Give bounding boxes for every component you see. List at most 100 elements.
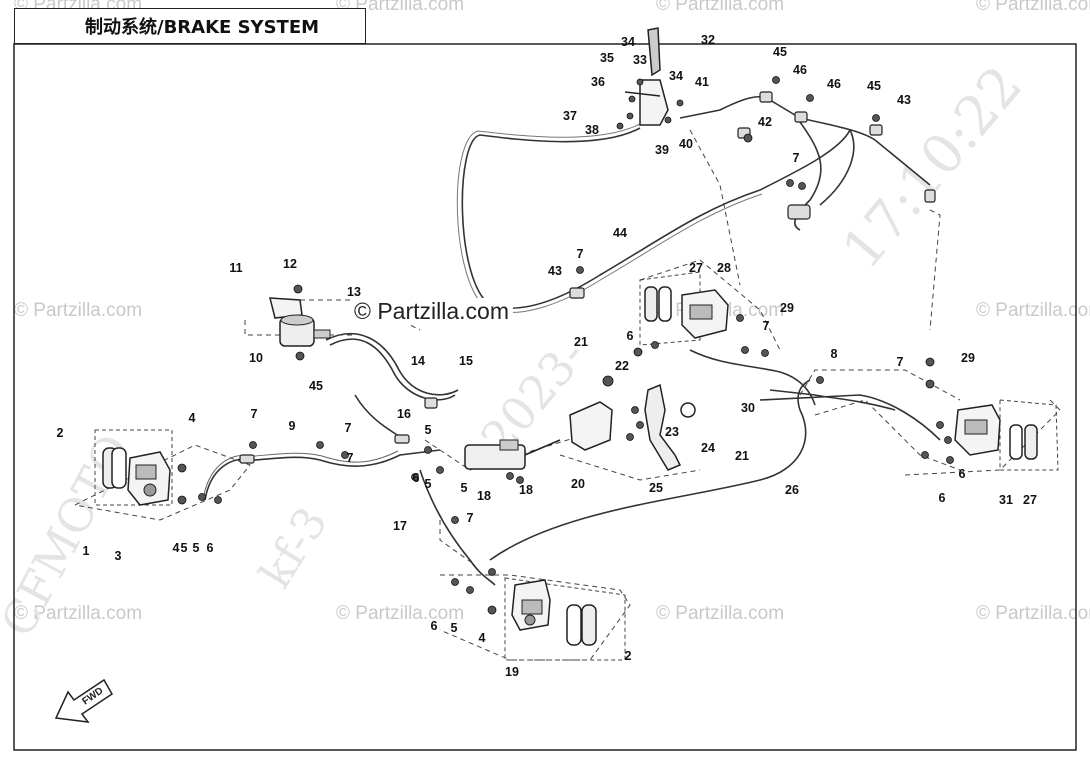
callout-4: 4 <box>189 411 196 425</box>
callout-17: 17 <box>393 519 407 533</box>
watermark-top-2: © Partzilla.com <box>336 0 465 15</box>
callout-29: 29 <box>961 351 975 365</box>
callout-5: 5 <box>193 541 200 555</box>
watermark-bot-4: © Partzilla.com <box>976 603 1090 624</box>
front-left-caliper-assembly <box>94 429 173 506</box>
callout-7: 7 <box>763 319 770 333</box>
callout-7: 7 <box>345 421 352 435</box>
callout-38: 38 <box>585 123 599 137</box>
callout-6: 6 <box>627 329 634 343</box>
callout-18: 18 <box>519 483 533 497</box>
rear-right-caliper-assembly <box>504 577 626 661</box>
callout-6: 6 <box>431 619 438 633</box>
callout-16: 16 <box>397 407 411 421</box>
callout-5: 5 <box>181 541 188 555</box>
callout-33: 33 <box>633 53 647 67</box>
callout-1: 1 <box>83 544 90 558</box>
callout-5: 5 <box>451 621 458 635</box>
callout-7: 7 <box>577 247 584 261</box>
callout-21: 21 <box>574 335 588 349</box>
callout-5: 5 <box>425 477 432 491</box>
callout-46: 46 <box>827 77 841 91</box>
callout-40: 40 <box>679 137 693 151</box>
callout-29: 29 <box>780 301 794 315</box>
callout-37: 37 <box>563 109 577 123</box>
callout-3: 3 <box>115 549 122 563</box>
callout-36: 36 <box>591 75 605 89</box>
callout-34: 34 <box>669 69 683 83</box>
callout-6: 6 <box>413 471 420 485</box>
brake-cable-clamps <box>239 91 936 464</box>
callout-7: 7 <box>793 151 800 165</box>
callout-28: 28 <box>717 261 731 275</box>
callout-20: 20 <box>571 477 585 491</box>
watermark-mid-1: © Partzilla.com <box>14 300 143 321</box>
callout-4: 4 <box>479 631 486 645</box>
callout-45: 45 <box>773 45 787 59</box>
callout-24: 24 <box>701 441 715 455</box>
callout-41: 41 <box>695 75 709 89</box>
watermark-top-3: © Partzilla.com <box>656 0 785 15</box>
callout-27: 27 <box>1023 493 1037 507</box>
rear-left-caliper-assembly <box>954 399 1059 471</box>
watermark-bot-2: © Partzilla.com <box>336 603 465 624</box>
brake-fluid-reservoir <box>269 297 331 347</box>
watermark-mid-3: © Partzilla.com <box>976 300 1090 321</box>
callout-5: 5 <box>461 481 468 495</box>
callout-43: 43 <box>897 93 911 107</box>
callout-15: 15 <box>459 354 473 368</box>
outer-frame <box>13 43 1077 751</box>
center-watermark: © Partzilla.com <box>350 298 513 325</box>
callout-7: 7 <box>467 511 474 525</box>
callout-8: 8 <box>831 347 838 361</box>
fwd-arrow-icon: FWD <box>54 678 113 723</box>
callout-44: 44 <box>613 226 627 240</box>
callout-43: 43 <box>548 264 562 278</box>
callout-6: 6 <box>207 541 214 555</box>
callout-5: 5 <box>425 423 432 437</box>
callout-13: 13 <box>347 285 361 299</box>
callout-26: 26 <box>785 483 799 497</box>
callout-34: 34 <box>621 35 635 49</box>
callout-11: 11 <box>229 261 242 275</box>
callout-46: 46 <box>793 63 807 77</box>
front-right-caliper-assembly <box>639 271 729 346</box>
callout-25: 25 <box>649 481 663 495</box>
brake-pedal-bracket <box>569 383 696 471</box>
watermark-bot-1: © Partzilla.com <box>14 603 143 624</box>
callout-2: 2 <box>57 426 64 440</box>
callout-19: 19 <box>505 665 519 679</box>
callout-10: 10 <box>249 351 263 365</box>
callout-18: 18 <box>477 489 491 503</box>
callout-45: 45 <box>867 79 881 93</box>
callout-27: 27 <box>689 261 703 275</box>
callout-7: 7 <box>897 355 904 369</box>
callout-39: 39 <box>655 143 669 157</box>
master-cylinder <box>464 439 561 470</box>
callout-35: 35 <box>600 51 614 65</box>
parking-brake-lever <box>624 27 669 126</box>
callout-4: 4 <box>173 541 180 555</box>
callout-9: 9 <box>289 419 296 433</box>
callout-7: 7 <box>251 407 258 421</box>
callout-7: 7 <box>347 451 354 465</box>
leader-lines <box>74 129 1061 661</box>
watermark-bot-3: © Partzilla.com <box>656 603 785 624</box>
callout-2: 2 <box>625 649 632 663</box>
callout-14: 14 <box>411 354 425 368</box>
callout-22: 22 <box>615 359 629 373</box>
callout-45: 45 <box>309 379 323 393</box>
page-title: 制动系统/BRAKE SYSTEM <box>14 8 366 44</box>
callout-31: 31 <box>999 493 1013 507</box>
callout-12: 12 <box>283 257 297 271</box>
fasteners <box>177 76 954 615</box>
watermark-top-4: © Partzilla.com <box>976 0 1090 15</box>
callout-6: 6 <box>939 491 946 505</box>
callout-21: 21 <box>735 449 749 463</box>
callout-23: 23 <box>665 425 679 439</box>
callout-42: 42 <box>758 115 772 129</box>
callout-6: 6 <box>959 467 966 481</box>
